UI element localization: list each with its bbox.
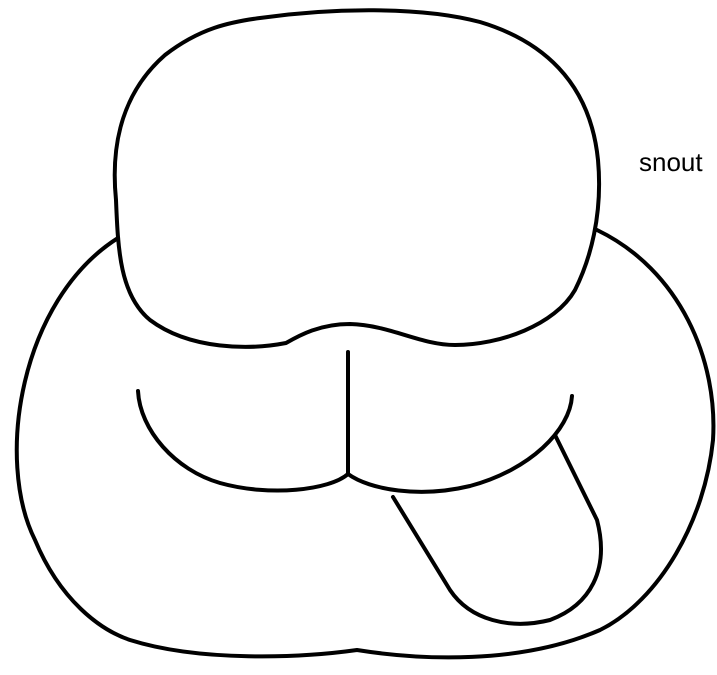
- left-jowl: [138, 391, 348, 491]
- tongue: [393, 435, 601, 624]
- head-outline: [17, 230, 714, 657]
- snout-label: snout: [639, 149, 703, 175]
- snout-shape: [115, 10, 599, 347]
- right-jowl: [348, 396, 572, 492]
